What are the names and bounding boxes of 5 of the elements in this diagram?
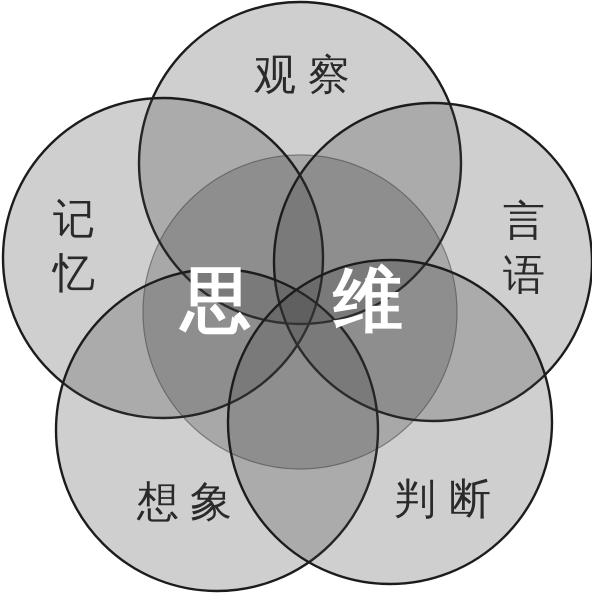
node-label: 记忆 (52, 193, 96, 299)
node-label: 判断 (394, 478, 491, 520)
node-label: 想象 (137, 481, 232, 523)
node-label: 观察 (254, 54, 350, 96)
node-label: 言语 (502, 195, 546, 301)
